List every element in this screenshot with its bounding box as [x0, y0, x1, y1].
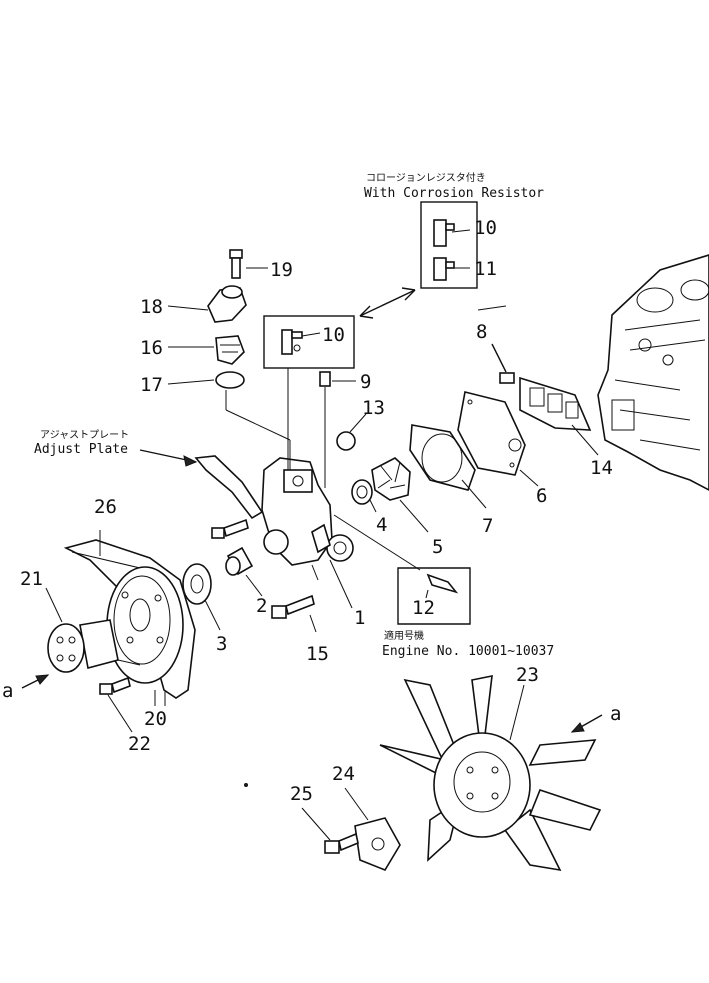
label-7: 7 — [482, 515, 493, 537]
label-22: 22 — [128, 733, 151, 755]
gasket-part-7 — [409, 424, 476, 491]
label-9: 9 — [360, 371, 371, 393]
label-2: 2 — [256, 595, 267, 617]
plug-part-9 — [319, 371, 331, 387]
thermostat-part-16 — [215, 335, 245, 365]
corrosion-note-en: With Corrosion Resistor — [364, 186, 544, 201]
label-16: 16 — [140, 337, 163, 359]
label-6: 6 — [536, 485, 547, 507]
label-18: 18 — [140, 296, 163, 318]
label-15: 15 — [306, 643, 329, 665]
label-1: 1 — [354, 607, 365, 629]
label-5: 5 — [432, 536, 443, 558]
label-25: 25 — [290, 783, 313, 805]
impeller-part-5 — [371, 457, 411, 501]
label-26: 26 — [94, 496, 117, 518]
fan-part-23 — [379, 674, 602, 872]
crank-pulley-part-20 — [106, 566, 184, 684]
label-17: 17 — [140, 374, 163, 396]
label-11: 11 — [474, 258, 497, 280]
engine-block — [597, 254, 709, 491]
water-pump-housing — [261, 457, 354, 566]
label-3: 3 — [216, 633, 227, 655]
label-8: 8 — [476, 321, 487, 343]
seal-part-4 — [351, 479, 373, 505]
hub-part-3 — [182, 563, 212, 605]
adjust-plate — [194, 455, 264, 520]
label-4: 4 — [376, 514, 387, 536]
bolt-part-15 — [271, 594, 315, 619]
arrow-head-icon — [183, 455, 198, 467]
bolt-part-22 — [99, 676, 131, 695]
label-12: 12 — [412, 597, 435, 619]
leader-lines — [45, 229, 599, 841]
label-10-main: 10 — [322, 324, 345, 346]
label-14: 14 — [590, 457, 613, 479]
bolt-part-19 — [229, 249, 243, 279]
corrosion-note-jp: コロージョンレジスタ付き — [366, 171, 486, 184]
bolt-small — [211, 518, 249, 539]
part-12-box — [397, 567, 471, 625]
corrosion-resistor-box — [420, 201, 478, 289]
sensor-part-12 — [426, 573, 459, 594]
arrow-head-icon — [570, 722, 585, 733]
label-23: 23 — [516, 664, 539, 686]
engine-note-jp: 適用号機 — [384, 629, 424, 642]
label-13: 13 — [362, 397, 385, 419]
o-ring-part-13 — [336, 431, 356, 451]
part-10-box — [263, 315, 355, 369]
bolt-part-8 — [491, 343, 515, 384]
view-marker-left: a — [2, 680, 13, 702]
gasket-part-14 — [519, 376, 592, 431]
cock-part-10-main — [281, 329, 303, 355]
spacer-part-2 — [225, 546, 254, 576]
crank-hub-part-21 — [47, 619, 119, 673]
label-21: 21 — [20, 568, 43, 590]
arrow-head-icon — [35, 674, 50, 685]
cock-part-10-corrosion — [433, 219, 455, 247]
water-outlet-part-18 — [207, 285, 247, 323]
engine-note-en: Engine No. 10001~10037 — [382, 644, 554, 659]
label-10-corrosion: 10 — [474, 217, 497, 239]
adjust-plate-note-en: Adjust Plate — [34, 442, 128, 457]
adjust-plate-note-jp: アジャストプレート — [40, 429, 129, 441]
label-19: 19 — [270, 259, 293, 281]
dot-mark — [244, 783, 248, 787]
double-arrow-icon — [359, 287, 416, 319]
label-20: 20 — [144, 708, 167, 730]
label-24: 24 — [332, 763, 355, 785]
seal-part-17 — [215, 371, 245, 389]
spacer-plate-part-24 — [354, 817, 401, 871]
view-marker-right: a — [610, 703, 621, 725]
bolt-part-25 — [324, 832, 359, 854]
cover-part-6 — [457, 391, 526, 476]
cock-part-11 — [433, 257, 455, 281]
